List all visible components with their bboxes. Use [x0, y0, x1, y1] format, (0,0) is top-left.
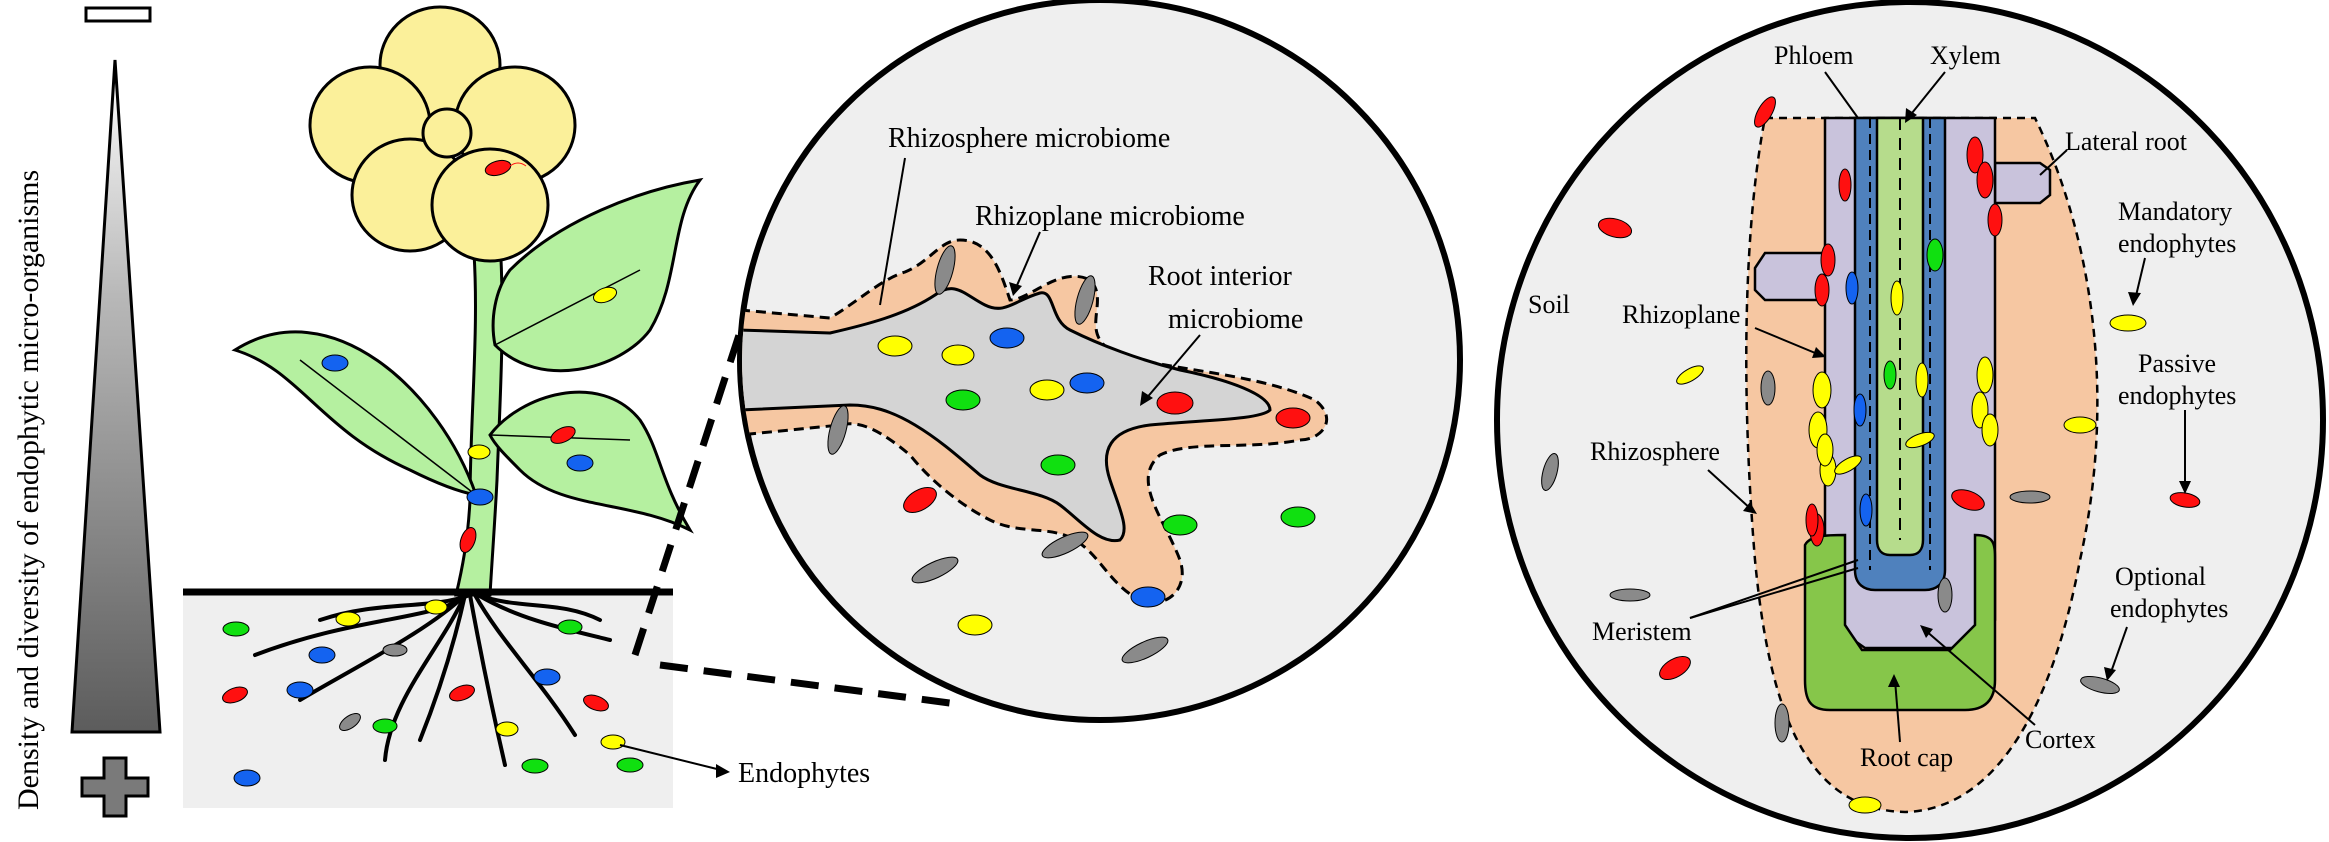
density-axis-label: Density and diversity of endophytic micr…: [12, 170, 45, 810]
endophytes-label: Endophytes: [738, 758, 870, 789]
root-cap-label: Root cap: [1860, 743, 1953, 772]
mandatory-endophytes-label-1: Mandatory: [2118, 197, 2232, 226]
lateral-root-left: [1755, 253, 1825, 300]
mandatory-endophytes-label-2: endophytes: [2118, 229, 2236, 258]
optional-endophytes-label-2: endophytes: [2110, 594, 2228, 623]
xylem-label: Xylem: [1930, 41, 2001, 70]
soil-label: Soil: [1528, 290, 1570, 319]
meristem-label: Meristem: [1592, 617, 1692, 646]
phloem-label: Phloem: [1774, 41, 1853, 70]
passive-endophytes-label-1: Passive: [2138, 349, 2216, 378]
rhizosphere-zoom-panel: Rhizosphere microbiome Rhizoplane microb…: [740, 0, 1460, 720]
lateral-root-right: [1995, 163, 2050, 203]
cortex-label: Cortex: [2025, 725, 2096, 754]
lateral-root-label: Lateral root: [2065, 127, 2188, 156]
minus-sign: [86, 8, 150, 21]
rhizoplane-label: Rhizoplane: [1622, 300, 1740, 329]
root-interior-label-2: microbiome: [1168, 304, 1303, 335]
root-section-panel: Phloem Xylem Lateral root Mandatory endo…: [1497, 2, 2323, 838]
plus-sign: [82, 758, 148, 816]
leaf-left: [235, 332, 476, 495]
rhizosphere-microbiome-label: Rhizosphere microbiome: [888, 123, 1170, 154]
rhizosphere-label: Rhizosphere: [1590, 437, 1720, 466]
root-interior-label-1: Root interior: [1148, 261, 1293, 292]
flower: [310, 7, 575, 261]
density-axis: Density and diversity of endophytic micr…: [12, 8, 160, 816]
optional-endophytes-label-1: Optional: [2115, 562, 2206, 591]
passive-endophytes-label-2: endophytes: [2118, 381, 2236, 410]
gradient-triangle: [72, 60, 160, 732]
rhizoplane-microbiome-label: Rhizoplane microbiome: [975, 201, 1245, 232]
